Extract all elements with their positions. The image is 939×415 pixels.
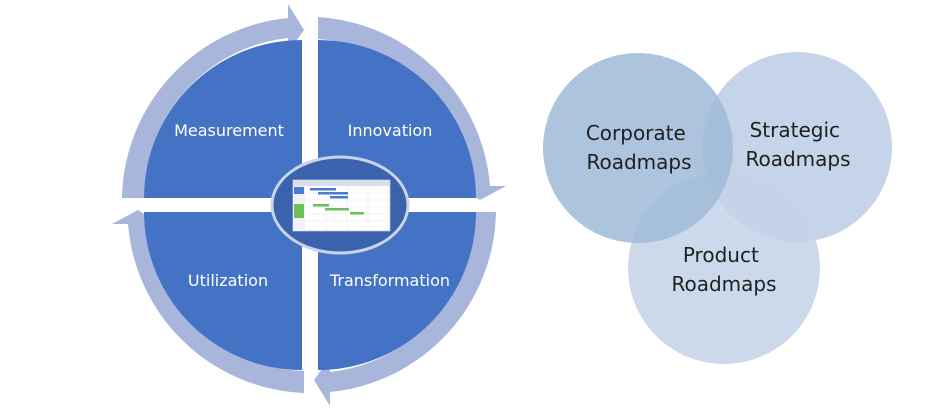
label-strategic-line1: Strategic (750, 118, 840, 142)
label-corporate-line1: Corporate (586, 121, 686, 145)
label-strategic-roadmaps: Strategic Roadmaps (745, 118, 850, 171)
arrow-bottom-left (112, 210, 304, 393)
arrow-bottom-right (314, 212, 496, 406)
label-strategic-line2: Roadmaps (745, 147, 850, 171)
cycle-diagram: Measurement Innovation Utilization Trans… (112, 4, 506, 406)
circle-corporate-roadmaps (543, 53, 733, 243)
cycle-arrows (112, 4, 506, 406)
center-hub (270, 155, 410, 255)
label-measurement: Measurement (174, 121, 284, 140)
gantt-tag-blue (294, 187, 304, 194)
label-corporate-roadmaps: Corporate Roadmaps (586, 121, 692, 174)
venn-diagram: Corporate Roadmaps Strategic Roadmaps Pr… (543, 52, 892, 364)
quadrant-measurement (144, 40, 302, 198)
arrow-top-left (122, 4, 304, 198)
label-corporate-line2: Roadmaps (586, 150, 691, 174)
quadrant-utilization (144, 212, 302, 370)
label-product-line1: Product (683, 243, 759, 267)
gantt-header (293, 180, 390, 186)
arrow-top-right (318, 17, 506, 200)
label-transformation: Transformation (329, 271, 450, 290)
gantt-tag-green (294, 204, 304, 218)
label-innovation: Innovation (348, 121, 433, 140)
label-product-line2: Roadmaps (671, 272, 776, 296)
label-utilization: Utilization (188, 271, 268, 290)
gantt-sheet (292, 179, 391, 232)
gantt-thumbnail (292, 179, 391, 232)
label-product-roadmaps: Product Roadmaps (671, 243, 776, 296)
gantt-bars (310, 188, 364, 215)
